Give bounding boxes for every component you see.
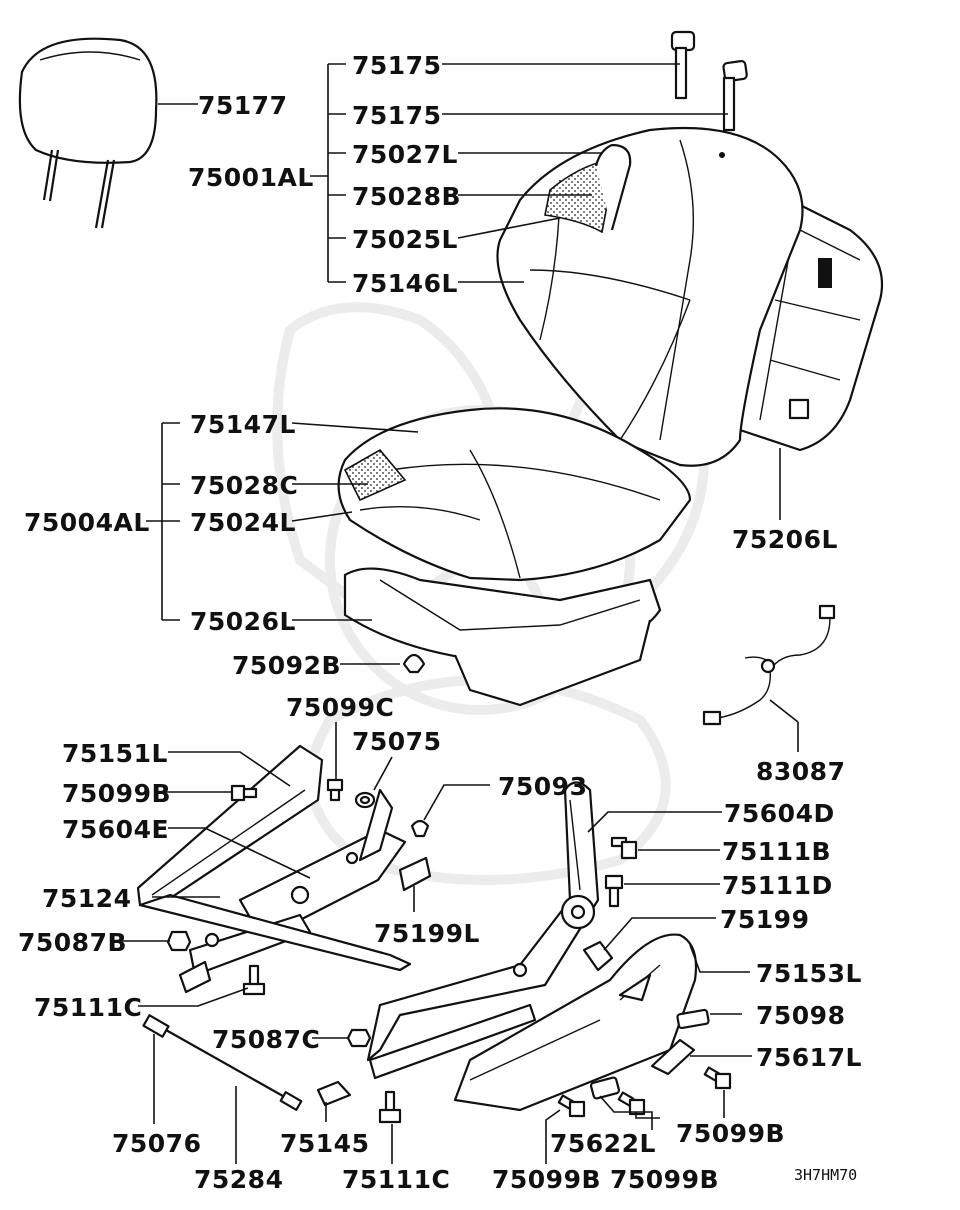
label-75093[interactable]: 75093 [498,772,587,801]
label-75622L[interactable]: 75622L [550,1129,656,1158]
label-75604D[interactable]: 75604D [724,799,835,828]
seat-cushion-pan[interactable] [343,567,662,707]
bolt-75111B[interactable] [610,836,638,860]
label-75604E[interactable]: 75604E [62,815,169,844]
label-75028B[interactable]: 75028B [352,182,461,211]
recliner-75604D[interactable] [366,781,600,1080]
bolt-75099B-b[interactable] [617,1091,646,1116]
headrest-guide-2[interactable] [722,59,748,132]
label-75111C-bottom[interactable]: 75111C [342,1165,450,1194]
label-75098[interactable]: 75098 [756,1001,845,1030]
label-75004AL[interactable]: 75004AL [24,508,150,537]
label-75099B-right[interactable]: 75099B [676,1119,785,1148]
nut-75087B[interactable] [166,930,192,952]
bolt-75111C-bottom[interactable] [378,1090,402,1124]
label-75025L[interactable]: 75025L [352,225,458,254]
headrest[interactable] [18,37,158,229]
bolt-75099B-a[interactable] [557,1094,586,1118]
headrest-guide-1[interactable] [670,30,696,100]
label-75092B[interactable]: 75092B [232,651,341,680]
label-75124[interactable]: 75124 [42,884,131,913]
rod-75284[interactable] [165,1029,303,1111]
pin-75076[interactable] [142,1014,170,1038]
label-75027L[interactable]: 75027L [352,140,458,169]
label-75111C-left[interactable]: 75111C [34,993,142,1022]
label-75145[interactable]: 75145 [280,1129,369,1158]
label-75028C[interactable]: 75028C [190,471,298,500]
cushion-clip-pin[interactable] [402,653,426,674]
nut-75087C[interactable] [346,1028,372,1048]
leader-lines [122,63,799,1164]
knob-75617L[interactable] [650,1038,696,1076]
label-83087[interactable]: 83087 [756,757,845,786]
clip-75093[interactable] [410,819,430,838]
bolt-75099C[interactable] [326,778,344,802]
seat-cushion-pad-dotted[interactable] [343,448,407,502]
bolt-75099B-c[interactable] [703,1066,732,1090]
label-75146L[interactable]: 75146L [352,269,458,298]
cover-75199L[interactable] [398,856,432,892]
label-75111B[interactable]: 75111B [722,837,831,866]
label-75075[interactable]: 75075 [352,727,441,756]
label-75087B[interactable]: 75087B [18,928,127,957]
bolt-75099B-left[interactable] [230,784,258,802]
outer-shield-75153L[interactable] [453,933,698,1112]
label-75175-b[interactable]: 75175 [352,101,441,130]
label-75099B-bottom-b[interactable]: 75099B [610,1165,719,1194]
label-75099B-left[interactable]: 75099B [62,779,171,808]
label-75153L[interactable]: 75153L [756,959,862,988]
cap-75098[interactable] [676,1008,710,1030]
label-75617L[interactable]: 75617L [756,1043,862,1072]
label-75076[interactable]: 75076 [112,1129,201,1158]
label-75284[interactable]: 75284 [194,1165,283,1194]
washer-75075[interactable] [354,791,376,809]
bolt-75111D[interactable] [604,874,624,908]
label-75177[interactable]: 75177 [198,91,287,120]
bolt-75111C-left[interactable] [242,964,266,996]
label-75199[interactable]: 75199 [720,905,809,934]
label-75147L[interactable]: 75147L [190,410,296,439]
label-75087C[interactable]: 75087C [212,1025,320,1054]
label-75099C[interactable]: 75099C [286,693,394,722]
label-75111D[interactable]: 75111D [722,871,833,900]
label-75175-a[interactable]: 75175 [352,51,441,80]
part-number-labels: 75177 75175 75175 75001AL 75027L 75028B … [18,51,862,1194]
label-75024L[interactable]: 75024L [190,508,296,537]
label-75026L[interactable]: 75026L [190,607,296,636]
wiring-harness[interactable] [702,604,836,726]
seat-back-frame-wire[interactable] [594,143,632,231]
diagram-code: 3H7HM70 [794,1166,857,1184]
label-75206L[interactable]: 75206L [732,525,838,554]
seat-cushion[interactable] [337,407,692,582]
cover-75145[interactable] [316,1080,352,1107]
label-75199L[interactable]: 75199L [374,919,480,948]
label-75001AL[interactable]: 75001AL [188,163,314,192]
label-75099B-bottom-a[interactable]: 75099B [492,1165,601,1194]
cap-75622L[interactable] [589,1076,621,1100]
label-75151L[interactable]: 75151L [62,739,168,768]
